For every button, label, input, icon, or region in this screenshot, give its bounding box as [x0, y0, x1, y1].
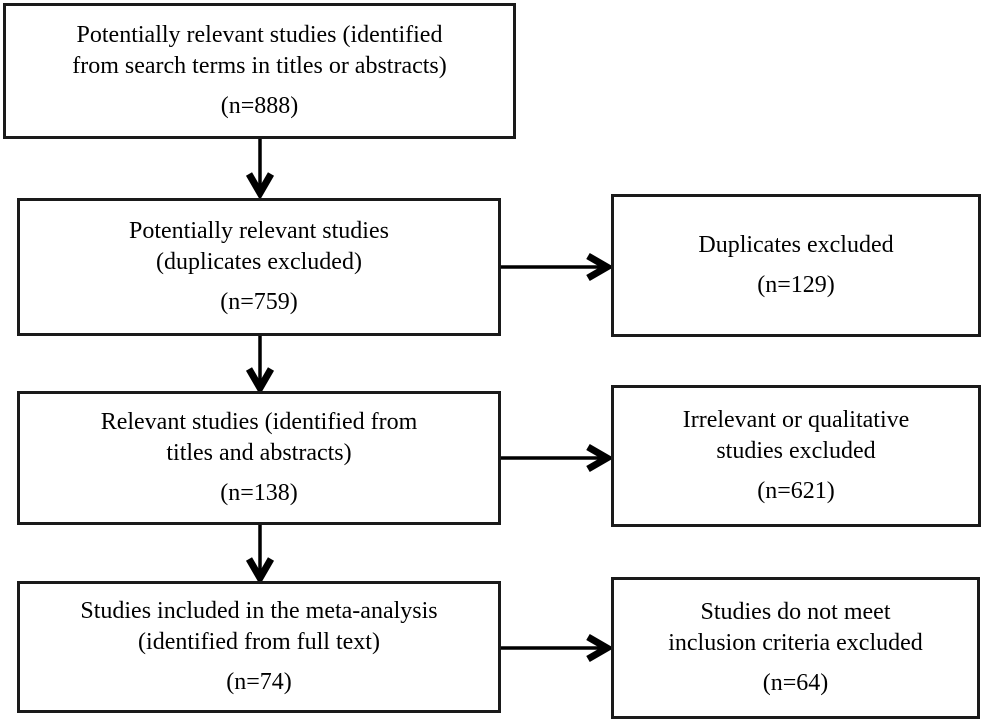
- arrow-down-identified-to-dedup: [245, 139, 275, 200]
- flow-box-irrelevant-excluded: Irrelevant or qualitative studies exclud…: [611, 385, 981, 527]
- arrow-right-dedup-to-duplicates: [501, 252, 614, 282]
- flow-box-included-text: Studies included in the meta-analysis (i…: [80, 598, 438, 655]
- flow-box-duplicates-excluded: Duplicates excluded (n=129): [611, 194, 981, 337]
- flow-box-screened-text: Relevant studies (identified from titles…: [100, 409, 418, 466]
- flow-box-included-count: (n=74): [226, 669, 292, 695]
- flow-box-irrelevant-excluded-text: Irrelevant or qualitative studies exclud…: [682, 407, 910, 464]
- arrow-right-screened-to-irrelevant: [501, 443, 614, 473]
- flow-box-duplicates-removed-count: (n=759): [220, 289, 298, 315]
- flow-box-identified: Potentially relevant studies (identified…: [3, 3, 516, 139]
- flow-box-criteria-excluded-text: Studies do not meet inclusion criteria e…: [668, 599, 923, 656]
- arrow-down-dedup-to-screened: [245, 336, 275, 395]
- flow-box-identified-text: Potentially relevant studies (identified…: [72, 22, 447, 79]
- arrow-down-screened-to-included: [245, 525, 275, 585]
- flow-box-duplicates-excluded-text: Duplicates excluded: [698, 232, 894, 258]
- flow-box-irrelevant-excluded-count: (n=621): [757, 478, 835, 504]
- flow-box-criteria-excluded: Studies do not meet inclusion criteria e…: [611, 577, 980, 719]
- flow-box-screened: Relevant studies (identified from titles…: [17, 391, 501, 525]
- arrow-right-included-to-criteria: [501, 633, 614, 663]
- flow-box-duplicates-removed: Potentially relevant studies (duplicates…: [17, 198, 501, 336]
- flow-box-screened-count: (n=138): [220, 480, 298, 506]
- flow-box-criteria-excluded-count: (n=64): [762, 670, 829, 696]
- flow-box-duplicates-removed-text: Potentially relevant studies (duplicates…: [129, 218, 389, 275]
- flow-box-duplicates-excluded-count: (n=129): [757, 272, 835, 298]
- flow-box-included: Studies included in the meta-analysis (i…: [17, 581, 501, 713]
- flow-box-identified-count: (n=888): [220, 93, 299, 119]
